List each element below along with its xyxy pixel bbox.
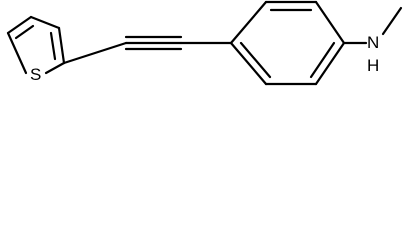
bond-b3-b4	[314, 0, 346, 45]
bond-c5-c4-inner	[14, 24, 35, 40]
aromatic-inner-bond-right	[309, 41, 336, 79]
molecule-diagram: S N H	[0, 0, 407, 103]
methylamine-group: N H	[342, 6, 403, 75]
sulfur-label: S	[30, 65, 41, 84]
bond-nitrogen-methyl	[381, 6, 403, 36]
bond-c3-c2	[57, 26, 66, 65]
bond-c2-s	[44, 61, 66, 75]
nitrogen-label: N	[367, 33, 379, 52]
bond-b4-b5	[314, 41, 346, 86]
aromatic-inner-bond-left	[239, 41, 272, 79]
alkyne-linker	[62, 35, 233, 65]
bond-c4-c3	[29, 15, 61, 30]
bond-b6-b1	[229, 41, 268, 86]
hydrogen-label: H	[367, 56, 379, 75]
bond-c3-c2-inner	[49, 31, 57, 61]
bond-c5-c4	[6, 15, 33, 35]
bond-s-c5	[6, 31, 28, 75]
bond-c2-alkyne	[62, 41, 128, 65]
thiophene-ring: S	[6, 15, 66, 84]
bond-b1-b2	[229, 0, 268, 45]
structure-canvas: S N H	[6, 0, 403, 86]
benzene-ring	[229, 0, 346, 86]
